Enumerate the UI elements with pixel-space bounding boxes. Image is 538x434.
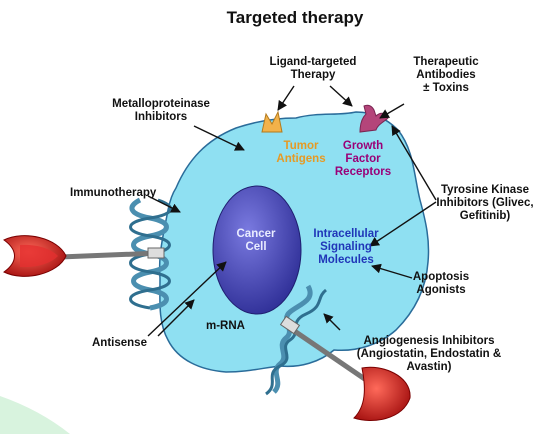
label-antisense: Antisense <box>92 337 147 349</box>
pointer-arrows <box>147 85 437 337</box>
label-cancer-cell: Cancer Cell <box>236 228 276 253</box>
diagram-title: Targeted therapy <box>226 8 364 27</box>
immunotherapy-dart <box>3 235 165 277</box>
label-therapeutic-antibodies: Therapeutic Antibodies ± Toxins <box>413 56 479 94</box>
label-intracellular-signaling: Intracellular Signaling Molecules <box>313 228 379 266</box>
label-m-rna: m-RNA <box>206 320 245 332</box>
growth-factor-receptor-shape <box>359 104 389 133</box>
corner-gradient-decoration <box>0 396 70 434</box>
label-immunotherapy: Immunotherapy <box>70 187 157 199</box>
tumor-antigen-shape <box>261 110 283 133</box>
angiogenesis-helix <box>265 284 328 396</box>
label-apoptosis-agonists: Apoptosis Agonists <box>412 271 470 296</box>
label-metalloproteinase-inhibitors: Metalloproteinase Inhibitors <box>112 98 210 123</box>
angiogenesis-dart <box>279 315 411 421</box>
label-angiogenesis-inhibitors: Angiogenesis Inhibitors (Angiostatin, En… <box>356 335 502 373</box>
label-ligand-targeted-therapy: Ligand-targeted Therapy <box>269 56 357 81</box>
label-tyrosine-kinase-inhibitors: Tyrosine Kinase Inhibitors (Glivec, Gefi… <box>436 184 534 222</box>
label-growth-factor-receptors: Growth Factor Receptors <box>334 140 392 178</box>
nucleus <box>212 185 302 315</box>
label-tumor-antigens: Tumor Antigens <box>276 140 326 165</box>
